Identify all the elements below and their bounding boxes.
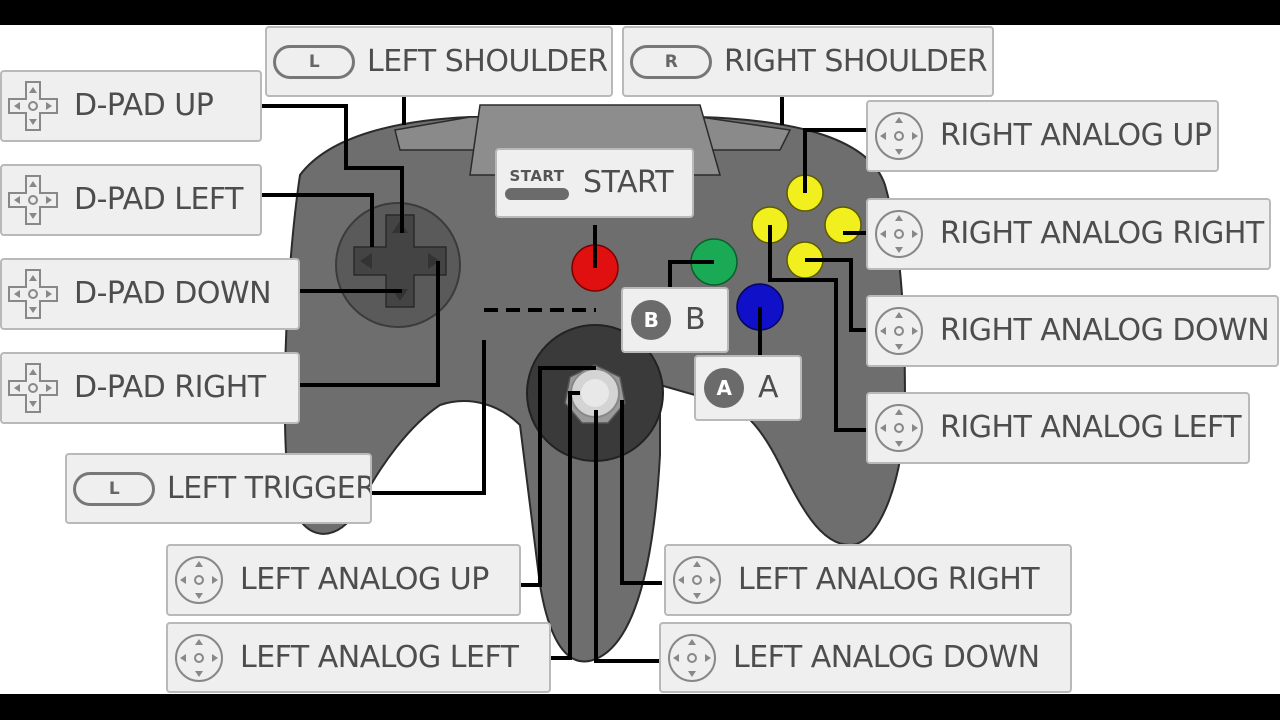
l-pill-icon: L bbox=[73, 471, 155, 506]
left-trigger-text: LEFT TRIGGER bbox=[167, 470, 372, 506]
left-analog-left-text: LEFT ANALOG LEFT bbox=[240, 639, 519, 675]
right-analog-down-text: RIGHT ANALOG DOWN bbox=[940, 313, 1270, 348]
dpad-icon bbox=[8, 363, 58, 413]
analog-icon bbox=[875, 210, 923, 258]
label-left-analog-right: LEFT ANALOG RIGHT bbox=[664, 544, 1072, 616]
r-pill-icon-text: R bbox=[664, 51, 678, 72]
label-right-analog-right: RIGHT ANALOG RIGHT bbox=[866, 198, 1271, 270]
dpad-up-text: D-PAD UP bbox=[74, 88, 214, 123]
analog-icon bbox=[875, 112, 923, 160]
label-dpad-down: D-PAD DOWN bbox=[0, 258, 300, 330]
analog-icon bbox=[673, 556, 721, 604]
dpad-left-text: D-PAD LEFT bbox=[74, 182, 243, 217]
left-analog-stick bbox=[564, 364, 626, 424]
dpad-right-text: D-PAD RIGHT bbox=[74, 370, 266, 405]
l-pill-icon-text: L bbox=[308, 51, 320, 72]
label-left-trigger: L LEFT TRIGGER bbox=[65, 453, 372, 524]
label-dpad-left: D-PAD LEFT bbox=[0, 164, 262, 236]
label-right-analog-left: RIGHT ANALOG LEFT bbox=[866, 392, 1250, 464]
label-left-analog-down: LEFT ANALOG DOWN bbox=[659, 622, 1072, 693]
start-text: START bbox=[583, 165, 674, 200]
analog-icon bbox=[175, 633, 223, 682]
right-analog-right-text: RIGHT ANALOG RIGHT bbox=[940, 216, 1264, 251]
a-text: A bbox=[758, 370, 779, 405]
start-icon-text: START bbox=[509, 166, 565, 185]
dpad-icon bbox=[8, 81, 58, 131]
right-analog-left-text: RIGHT ANALOG LEFT bbox=[940, 410, 1242, 445]
analog-icon bbox=[175, 556, 223, 604]
dpad-icon bbox=[8, 175, 58, 225]
label-right-analog-down: RIGHT ANALOG DOWN bbox=[866, 295, 1279, 367]
label-dpad-up: D-PAD UP bbox=[0, 70, 262, 142]
c-right-dot bbox=[824, 206, 862, 244]
label-left-analog-up: LEFT ANALOG UP bbox=[166, 544, 521, 616]
label-right-analog-up: RIGHT ANALOG UP bbox=[866, 100, 1219, 172]
a-circle-icon-text: A bbox=[716, 376, 732, 400]
l-pill-icon: L bbox=[273, 44, 355, 79]
l-pill-icon-text: L bbox=[108, 478, 120, 499]
label-left-analog-left: LEFT ANALOG LEFT bbox=[166, 622, 551, 693]
analog-icon bbox=[875, 404, 923, 452]
right-analog-up-text: RIGHT ANALOG UP bbox=[940, 118, 1212, 153]
diagram-stage: L LEFT SHOULDER R RIGHT SHOULDER D-PAD U… bbox=[0, 25, 1280, 694]
analog-icon bbox=[875, 307, 923, 355]
connector-lines bbox=[262, 97, 866, 663]
right-shoulder-text: RIGHT SHOULDER bbox=[724, 43, 988, 79]
analog-icon bbox=[668, 633, 716, 682]
label-left-shoulder: L LEFT SHOULDER bbox=[265, 26, 613, 97]
a-circle-icon: A bbox=[704, 368, 744, 408]
dpad-icon bbox=[8, 269, 58, 319]
start-icon: START bbox=[505, 167, 569, 200]
left-analog-up-text: LEFT ANALOG UP bbox=[240, 562, 489, 597]
left-analog-down-text: LEFT ANALOG DOWN bbox=[733, 639, 1040, 675]
b-text: B bbox=[685, 302, 706, 337]
label-b: B B bbox=[621, 287, 729, 353]
dpad-down-text: D-PAD DOWN bbox=[74, 276, 272, 311]
left-analog-right-text: LEFT ANALOG RIGHT bbox=[738, 562, 1040, 597]
label-right-shoulder: R RIGHT SHOULDER bbox=[622, 26, 994, 97]
b-circle-icon-text: B bbox=[643, 308, 659, 332]
r-pill-icon: R bbox=[630, 44, 712, 79]
b-circle-icon: B bbox=[631, 300, 671, 340]
label-dpad-right: D-PAD RIGHT bbox=[0, 352, 300, 424]
label-a: A A bbox=[694, 355, 802, 421]
controller-diagram bbox=[262, 97, 907, 663]
left-shoulder-text: LEFT SHOULDER bbox=[367, 43, 608, 79]
label-start: START START bbox=[495, 148, 694, 218]
